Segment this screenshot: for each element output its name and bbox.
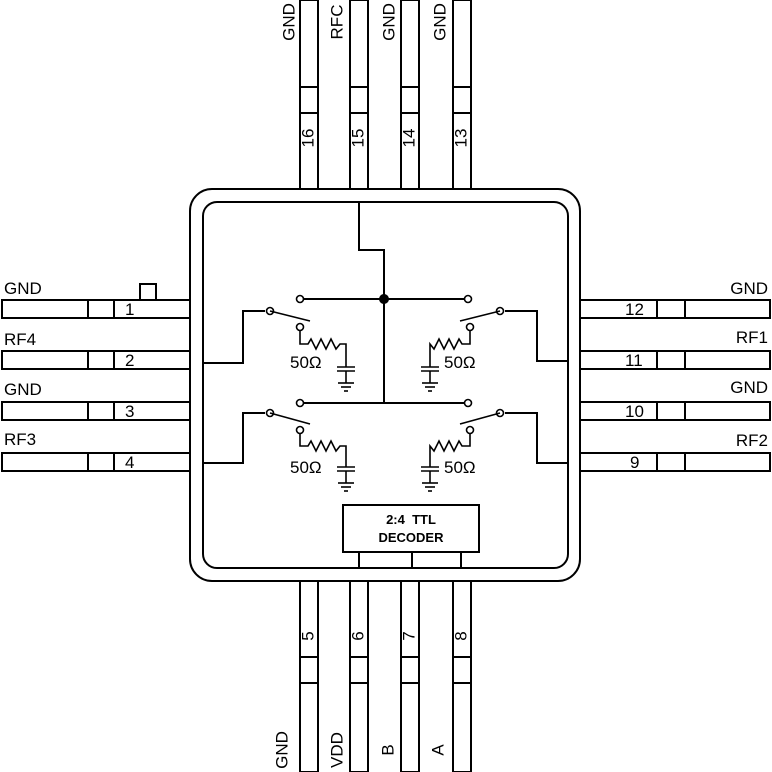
pin-16-number: 16 (298, 129, 317, 148)
switch-top-right (421, 294, 505, 392)
pin-1-number: 1 (125, 300, 134, 319)
pin-1-name: GND (4, 279, 42, 298)
pin-5-name: GND (272, 731, 291, 769)
pin-12-number: 12 (625, 300, 644, 319)
right-pins (579, 299, 771, 472)
pin-6-name: VDD (327, 732, 346, 768)
pin-7-name: B (378, 744, 397, 755)
die-outline (202, 201, 569, 569)
pin-9-number: 9 (630, 453, 639, 472)
termination-label-top-left: 50Ω (290, 353, 322, 372)
pin-10-name: GND (730, 378, 768, 397)
pin-16-name: GND (279, 3, 298, 41)
pin-10-number: 10 (625, 402, 644, 421)
pin-14-name: GND (379, 3, 398, 41)
pin-4-name: RF3 (4, 430, 36, 449)
pin-5-number: 5 (298, 631, 317, 640)
termination-label-bottom-left: 50Ω (290, 458, 322, 477)
termination-label-top-right: 50Ω (444, 353, 476, 372)
switch-bottom-left (265, 398, 355, 492)
pin-4-number: 4 (125, 453, 134, 472)
pin-8-number: 8 (451, 631, 470, 640)
decoder-block (342, 504, 480, 553)
decoder-label-line1: 2:4 TTL (386, 512, 436, 527)
pin-9-name: RF2 (736, 431, 768, 450)
termination-label-bottom-right: 50Ω (444, 458, 476, 477)
bottom-pins (299, 580, 472, 772)
pin-11-number: 11 (625, 351, 643, 370)
pin-15-name: RFC (327, 5, 346, 40)
pin-3-number: 3 (125, 402, 134, 421)
pin-13-name: GND (430, 3, 449, 41)
left-pins (1, 283, 191, 472)
internal-wiring (203, 202, 568, 568)
switch-bottom-right (421, 398, 505, 492)
top-pins (299, 0, 472, 190)
pin-2-name: RF4 (4, 330, 36, 349)
pin-3-name: GND (4, 380, 42, 399)
pin-12-name: GND (730, 279, 768, 298)
switch-top-left (265, 294, 355, 392)
pin-15-number: 15 (348, 129, 367, 148)
pin-6-number: 6 (348, 631, 367, 640)
pin-14-number: 14 (399, 129, 418, 148)
pin-2-number: 2 (125, 351, 134, 370)
package-outline (189, 188, 581, 582)
pin-11-name: RF1 (736, 328, 768, 347)
pin-13-number: 13 (451, 129, 470, 148)
decoder-label-line2: DECODER (378, 530, 444, 545)
pin-8-name: A (428, 744, 447, 756)
pin-7-number: 7 (399, 631, 418, 640)
